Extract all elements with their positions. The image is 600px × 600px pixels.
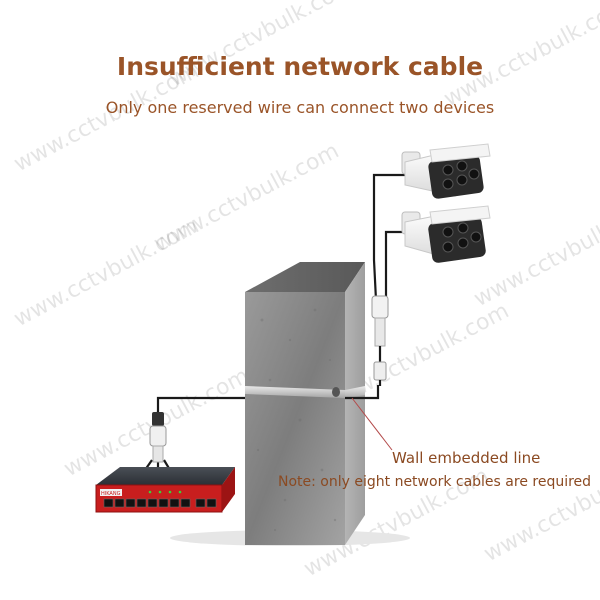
- wall-side: [345, 262, 365, 545]
- label-pointer: [351, 397, 393, 451]
- wall-top: [245, 262, 365, 292]
- note-label: Note: only eight network cables are requ…: [278, 474, 592, 490]
- switch-ports: [103, 498, 217, 508]
- concrete-wall: [245, 262, 365, 545]
- switch-brand: HIKANG: [101, 491, 121, 497]
- network-switch: [95, 467, 235, 513]
- page-title: Insufficient network cable: [116, 52, 484, 81]
- bullet-camera-1: [401, 143, 491, 199]
- page-subtitle: Only one reserved wire can connect two d…: [105, 98, 495, 117]
- embedded-pipe: [245, 386, 365, 398]
- wall-front: [245, 292, 345, 545]
- bullet-camera-2: [401, 205, 491, 263]
- cable-splitter-top: [371, 295, 389, 386]
- wall-line-label: Wall embedded line: [392, 449, 541, 467]
